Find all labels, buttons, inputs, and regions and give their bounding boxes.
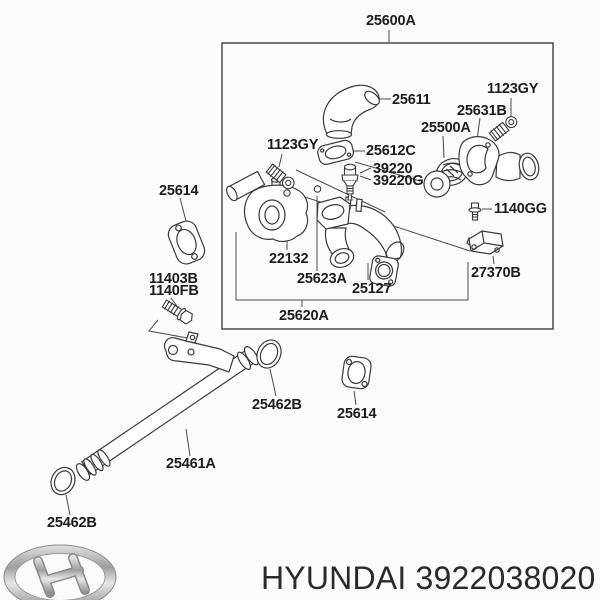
clip-25623a-drawing	[313, 185, 322, 193]
callout-27370b: 27370B	[471, 265, 521, 281]
inlet-fitting-drawing	[226, 170, 309, 242]
manifold-25620a-drawing	[316, 196, 405, 269]
callout-25614-lower: 25614	[337, 406, 377, 422]
outlet-fitting-25631b-drawing	[458, 136, 540, 186]
gasket-25614-upper-drawing	[167, 220, 206, 265]
callout-25462b-lower: 25462B	[47, 515, 97, 531]
ring-25462b-upper-drawing	[256, 339, 282, 369]
gasket-25614-lower-drawing	[341, 355, 372, 390]
bolt-1123gy-left-drawing	[265, 163, 295, 190]
assembly-boundary-box	[221, 42, 554, 330]
callout-25127: 25127	[352, 281, 392, 297]
bracket-27370b-drawing	[466, 230, 504, 255]
callout-22132: 22132	[269, 251, 309, 267]
callout-39220g: 39220G	[373, 173, 424, 189]
part-title: HYUNDAI 3922038020	[261, 560, 596, 596]
hyundai-logo	[3, 544, 117, 600]
callout-1123gy-right: 1123GY	[487, 81, 539, 97]
sensor-39220-drawing	[341, 163, 359, 201]
bolt-11403b-drawing	[161, 299, 193, 325]
callout-39220: 39220	[373, 161, 413, 177]
flange-gasket-25127-drawing	[369, 255, 399, 287]
hose-25611-drawing	[322, 84, 380, 139]
callout-25620a: 25620A	[279, 308, 329, 324]
callout-25631b: 25631B	[457, 103, 507, 119]
callout-25461a: 25461A	[166, 456, 216, 472]
bolt-1123gy-right-drawing	[488, 116, 518, 142]
callout-25462b-upper: 25462B	[252, 397, 302, 413]
callout-25611: 25611	[392, 92, 431, 108]
bolt-1140gg-drawing	[468, 202, 482, 221]
pipe-bracket-drawing	[163, 331, 235, 373]
callout-1123gy-left: 1123GY	[267, 137, 319, 153]
callout-25623a: 25623A	[297, 271, 347, 287]
pipe-end-collars	[236, 346, 260, 370]
gasket-25612c-drawing	[317, 139, 354, 165]
callout-1140gg: 1140GG	[494, 201, 547, 217]
callout-25600a: 25600A	[366, 13, 416, 29]
clip-22132-drawing	[283, 189, 291, 197]
ring-25462b-lower-drawing	[50, 466, 76, 496]
callout-25612c: 25612C	[366, 143, 416, 159]
callout-25500a: 25500A	[421, 120, 471, 136]
callout-25614-upper: 25614	[159, 183, 199, 199]
callout-11403b: 11403B	[149, 271, 198, 287]
callout-1140fb: 1140FB	[149, 283, 199, 299]
